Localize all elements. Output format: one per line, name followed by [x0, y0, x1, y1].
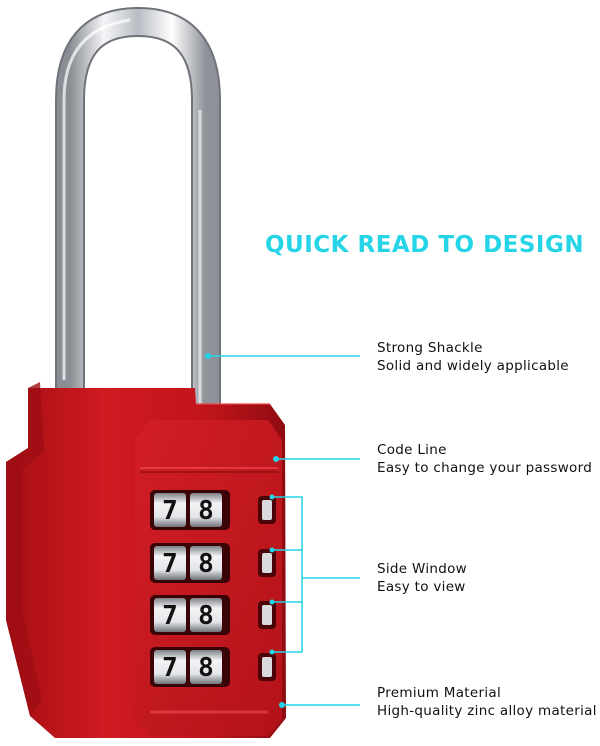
dial-wheel — [190, 598, 222, 632]
dial-digit: 7 — [162, 549, 178, 579]
dial-wheel — [154, 493, 186, 527]
shackle — [55, 6, 221, 420]
feature-title: Premium Material — [377, 685, 502, 701]
feature-description: High-quality zinc alloy material — [377, 703, 597, 719]
dial-wheel — [154, 598, 186, 632]
callout-dot-window-2 — [269, 547, 275, 553]
dial-wheel — [154, 650, 186, 684]
feature-title: Strong Shackle — [377, 340, 483, 356]
callout-dot-window-4 — [269, 649, 275, 655]
dial-digit: 7 — [162, 653, 178, 683]
callout-lines — [205, 353, 360, 708]
dial-wheel — [154, 546, 186, 580]
callout-dot-shackle — [205, 353, 211, 359]
feature-title: Code Line — [377, 442, 447, 458]
callout-dot-window-3 — [269, 599, 275, 605]
side-windows — [258, 496, 276, 681]
feature-description: Easy to change your password — [377, 460, 593, 476]
dial-digit: 7 — [162, 496, 178, 526]
side-window-wheel — [262, 657, 272, 677]
dial-digit: 7 — [162, 601, 178, 631]
side-window-wheel — [262, 500, 272, 520]
callout-dot-code — [273, 456, 279, 462]
feature-title: Side Window — [377, 561, 468, 577]
dial-digit: 8 — [198, 601, 214, 631]
dial-digit: 8 — [198, 653, 214, 683]
feature-premium-material: Premium Material High-quality zinc alloy… — [377, 684, 599, 720]
dial-wheel — [190, 546, 222, 580]
lock-body — [6, 382, 286, 738]
feature-side-window: Side Window Easy to view — [377, 560, 599, 596]
feature-description: Easy to view — [377, 579, 466, 595]
feature-strong-shackle: Strong Shackle Solid and widely applicab… — [377, 339, 599, 375]
side-window-wheel — [262, 605, 272, 625]
dial-digit: 8 — [198, 496, 214, 526]
side-window-wheel — [262, 553, 272, 573]
callout-dot-material — [279, 702, 285, 708]
callout-dot-window-1 — [269, 494, 275, 500]
dial-digit: 8 — [198, 549, 214, 579]
feature-code-line: Code Line Easy to change your password — [377, 441, 599, 477]
callout-bracket-window — [272, 496, 360, 653]
dial-wheel — [190, 493, 222, 527]
headline: QUICK READ TO DESIGN — [265, 232, 585, 258]
dial-wheel — [190, 650, 222, 684]
feature-description: Solid and widely applicable — [377, 358, 569, 374]
